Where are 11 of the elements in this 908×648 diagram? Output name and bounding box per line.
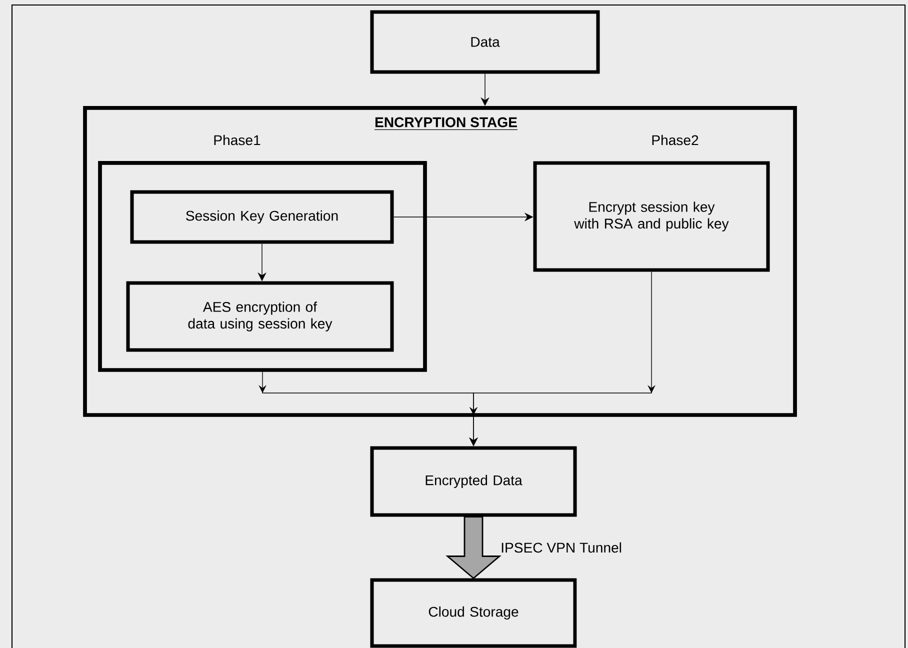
edge-label: IPSEC VPN Tunnel [498, 540, 624, 554]
process-box: Data [370, 10, 600, 74]
process-box: Session Key Generation [130, 190, 394, 244]
phase-heading: Phase1 [214, 134, 260, 146]
process-box: AES encryption of data using session key [126, 281, 394, 352]
stage-heading: ENCRYPTION STAGE [374, 117, 518, 130]
process-box: Encrypt session key with RSA and public key [533, 161, 770, 272]
process-box: Cloud Storage [370, 578, 577, 648]
block-arrow [446, 516, 502, 580]
process-box: Encrypted Data [370, 446, 577, 517]
phase-heading: Phase2 [652, 134, 698, 146]
